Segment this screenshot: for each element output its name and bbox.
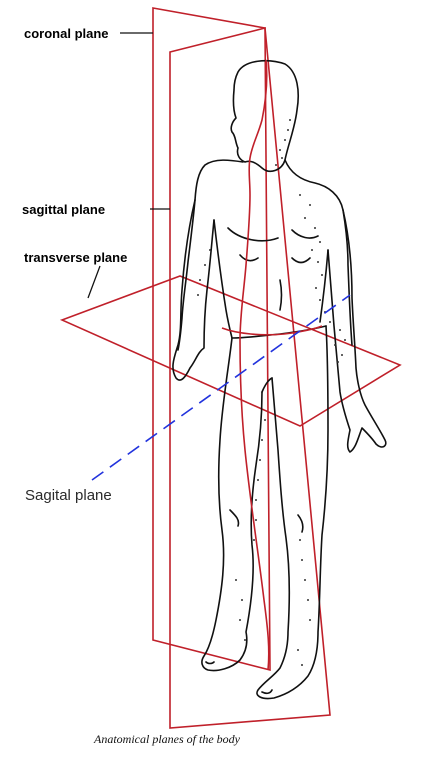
transverse-plane-label: transverse plane xyxy=(24,250,127,265)
sagital-plane-indicator-line xyxy=(92,295,350,480)
sagittal-plane-label: sagittal plane xyxy=(22,202,105,217)
coronal-plane-label: coronal plane xyxy=(24,26,109,41)
sagittal-midline xyxy=(240,60,269,670)
human-figure xyxy=(173,61,386,699)
figure-caption: Anatomical planes of the body xyxy=(93,732,241,746)
stipple-shading xyxy=(197,119,346,666)
sagital-plane-blue-label: Sagital plane xyxy=(25,487,112,504)
